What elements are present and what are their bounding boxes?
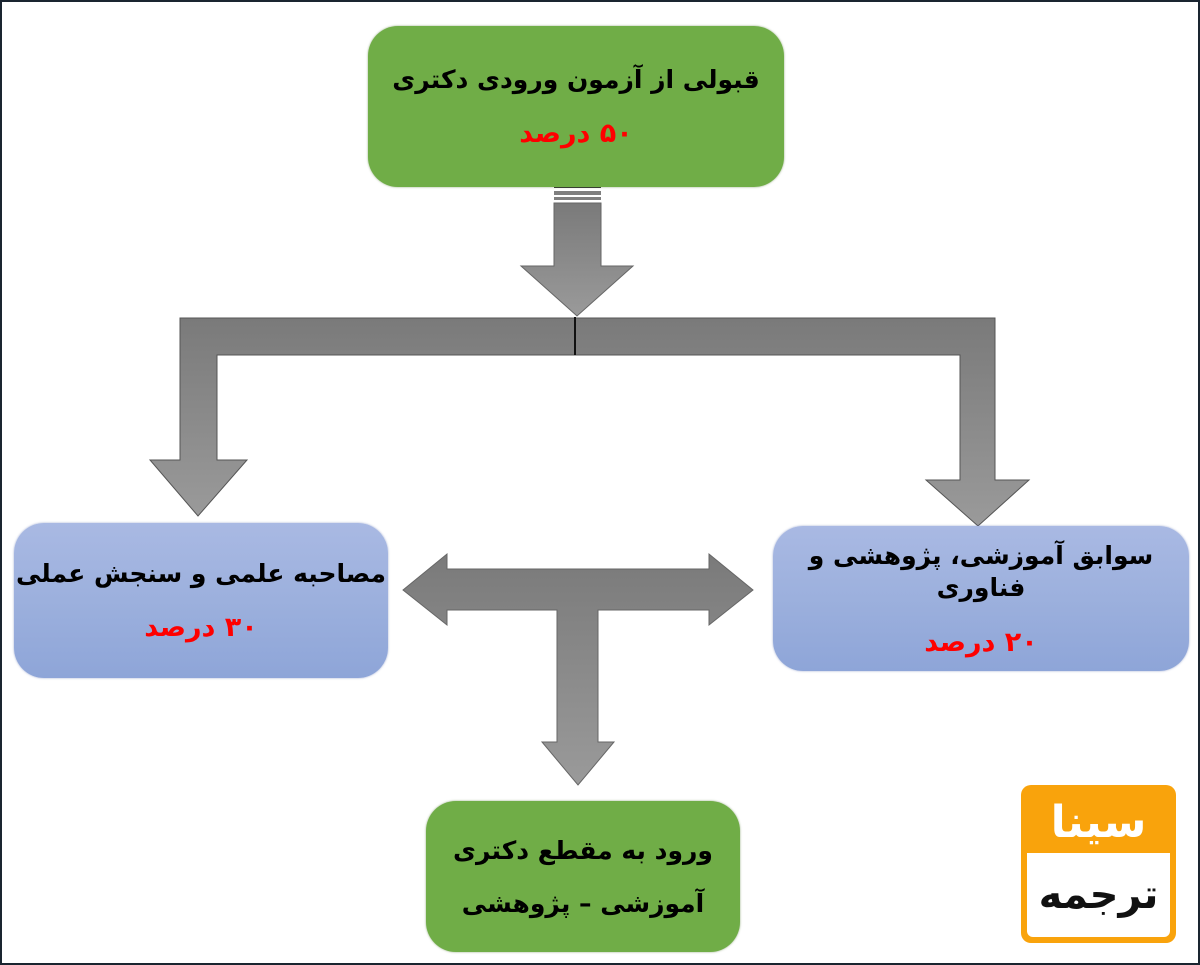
interview-percentage: ۳۰ درصد: [144, 612, 258, 644]
doctoral-exam-box: قبولی از آزمون ورودی دکتری ۵۰ درصد: [368, 26, 784, 187]
records-box: سوابق آموزشی، پژوهشی و فناوری ۲۰ درصد: [773, 526, 1189, 671]
doctoral-entry-title: ورود به مقطع دکتری: [453, 835, 713, 865]
logo-bottom-text: ترجمه: [1027, 853, 1170, 937]
logo-top-text: سینا: [1050, 796, 1147, 848]
elbow-arrow-left-icon: [148, 317, 576, 517]
t-shaped-arrow-icon: [402, 552, 754, 786]
sina-tarjomeh-logo: سینا ترجمه: [1021, 785, 1176, 943]
interview-box: مصاحبه علمی و سنجش عملی ۳۰ درصد: [14, 523, 388, 678]
doctoral-entry-subtitle: آموزشی – پژوهشی: [461, 889, 705, 919]
doctoral-entry-box: ورود به مقطع دکتری آموزشی – پژوهشی: [426, 801, 740, 952]
doctoral-exam-title: قبولی از آزمون ورودی دکتری: [392, 64, 760, 94]
doctoral-exam-percentage: ۵۰ درصد: [519, 118, 633, 150]
records-percentage: ۲۰ درصد: [924, 626, 1038, 658]
interview-title: مصاحبه علمی و سنجش عملی: [15, 558, 387, 588]
down-arrow-icon: [519, 185, 635, 317]
records-title: سوابق آموزشی، پژوهشی و فناوری: [808, 540, 1154, 603]
elbow-arrow-right-icon: [574, 317, 1031, 527]
